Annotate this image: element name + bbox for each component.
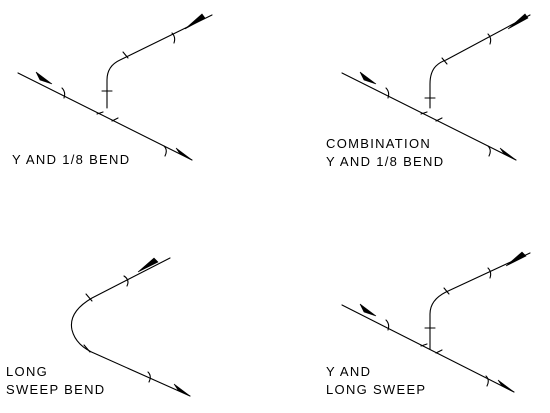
flow-arrowhead: [35, 71, 53, 85]
hub-joint: [123, 275, 151, 383]
fitting-tick: [83, 293, 93, 353]
fitting-label: Y AND 1/8 BEND: [12, 152, 130, 167]
fitting-y-and-long-sweep: Y AND LONG SWEEP: [326, 251, 531, 397]
main-run-pipe: [341, 304, 515, 393]
flow-arrowhead: [173, 383, 191, 397]
hub-joint: [385, 267, 492, 387]
fitting-tick: [420, 57, 448, 122]
fitting-combination-y-and-eighth-bend: COMBINATION Y AND 1/8 BEND: [326, 13, 531, 169]
branch-pipe: [106, 14, 213, 109]
hub-joint: [385, 33, 492, 157]
flow-arrowhead: [497, 379, 515, 393]
fitting-label: COMBINATION: [326, 136, 431, 151]
flow-arrowhead: [359, 303, 377, 317]
branch-pipe: [429, 14, 531, 109]
flow-arrowhead: [359, 71, 377, 85]
fitting-tick: [420, 287, 450, 354]
branch-pipe: [429, 252, 531, 350]
sweep-pipe: [70, 257, 191, 397]
flow-arrowhead: [505, 251, 527, 267]
fitting-label: Y AND 1/8 BEND: [326, 154, 444, 169]
fitting-label: LONG SWEEP: [326, 382, 426, 397]
fitting-tick: [96, 51, 129, 122]
flow-arrowhead: [184, 13, 206, 30]
main-run-pipe: [17, 72, 193, 161]
flow-arrowhead: [507, 13, 529, 30]
flow-arrowhead: [175, 147, 193, 161]
flow-arrowhead: [499, 147, 517, 161]
main-run-pipe: [341, 72, 517, 161]
fitting-long-sweep-bend: LONG SWEEP BEND: [6, 257, 191, 397]
fitting-label: LONG: [6, 364, 48, 379]
hub-joint: [61, 32, 176, 157]
fitting-y-and-eighth-bend: Y AND 1/8 BEND: [12, 13, 213, 167]
fitting-label: SWEEP BEND: [6, 382, 105, 397]
flow-arrowhead: [137, 257, 159, 273]
fitting-label: Y AND: [326, 364, 371, 379]
